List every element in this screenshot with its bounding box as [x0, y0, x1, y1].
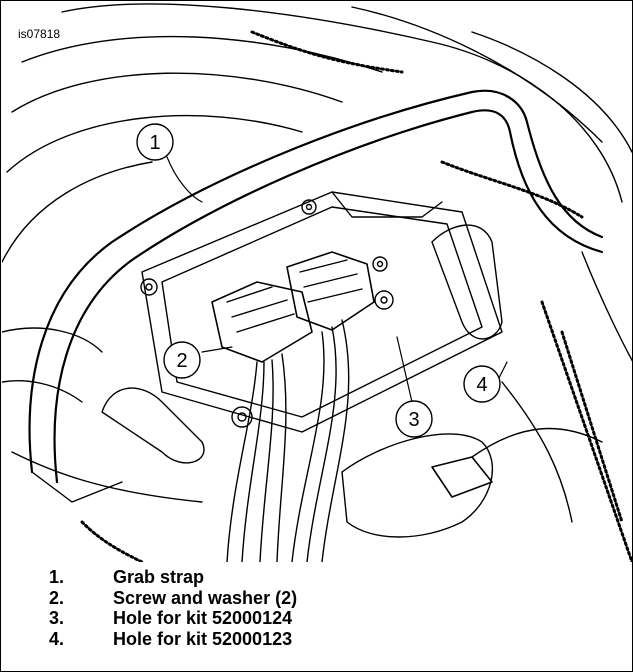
callout-number: 2 [176, 350, 187, 372]
legend-number: 2. [49, 587, 65, 608]
callout-2: 2 [163, 341, 201, 379]
figure-id: is07818 [18, 27, 61, 41]
legend-label: Hole for kit 52000124 [113, 608, 293, 628]
legend-number: 3. [49, 608, 65, 628]
technical-illustration: 1 2 3 4 is07818 [1, 2, 633, 564]
legend-label: Screw and washer (2) [113, 587, 298, 608]
legend-item: 3. Hole for kit 52000124 [39, 608, 599, 629]
legend-item: 4. Hole for kit 52000123 [39, 629, 599, 650]
legend-list: 1. Grab strap 2. Screw and washer (2) 3.… [39, 567, 599, 649]
line-drawing: 1 2 3 4 [1, 3, 633, 564]
callout-3: 3 [395, 400, 433, 438]
callout-number: 4 [476, 374, 487, 396]
legend-label: Hole for kit 52000123 [113, 628, 293, 649]
callout-1: 1 [136, 123, 174, 161]
legend-item: 1. Grab strap [39, 567, 599, 588]
legend-number: 4. [49, 628, 65, 649]
callout-4: 4 [463, 365, 501, 403]
legend-item: 2. Screw and washer (2) [39, 588, 599, 609]
legend-number: 1. [49, 567, 65, 587]
callout-number: 3 [408, 409, 419, 431]
legend-label: Grab strap [113, 567, 205, 587]
callout-number: 1 [149, 132, 160, 154]
